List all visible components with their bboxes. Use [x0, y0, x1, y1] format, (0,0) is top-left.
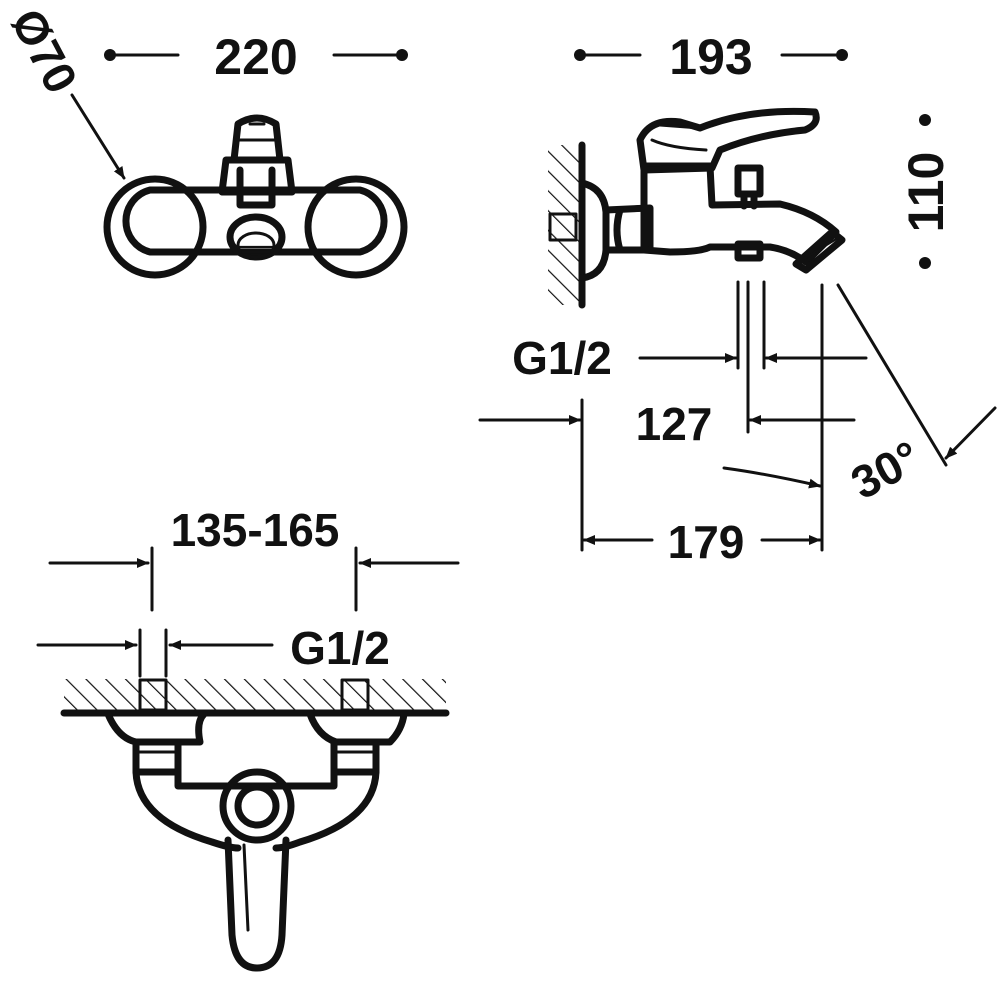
- dimension-220: 220: [104, 29, 408, 85]
- label-angle-30: 30°: [843, 431, 929, 510]
- dimension-g12-side: G1/2: [512, 332, 868, 384]
- label-depth-127: 127: [636, 398, 713, 450]
- front-body: [103, 114, 408, 279]
- dimension-angle-30: 30°: [722, 406, 997, 510]
- top-body: [104, 710, 408, 972]
- front-view: 220 Ø70: [1, 0, 408, 279]
- label-center-distance: 135-165: [171, 504, 340, 556]
- label-width-220: 220: [214, 29, 297, 85]
- dimension-diameter: Ø70: [1, 0, 126, 180]
- label-thread-top: G1/2: [290, 622, 390, 674]
- dimension-127: 127: [478, 398, 856, 450]
- side-body: [578, 107, 846, 282]
- label-depth-179: 179: [668, 516, 745, 568]
- dimension-179: 179: [582, 516, 822, 568]
- dimension-135-165: 135-165: [48, 504, 460, 612]
- top-wall: [60, 678, 450, 717]
- dimension-110: 110: [898, 114, 954, 269]
- top-view: 135-165 G1/2: [36, 504, 460, 972]
- label-width-193: 193: [669, 29, 752, 85]
- dimension-g12-top: G1/2: [36, 622, 390, 678]
- side-view: 193 110: [478, 29, 997, 568]
- side-extension-lines: [580, 280, 948, 552]
- side-wall: [548, 141, 586, 309]
- label-diameter-70: Ø70: [1, 0, 88, 101]
- label-height-110: 110: [898, 152, 954, 233]
- dimension-193: 193: [574, 29, 848, 85]
- label-thread-side: G1/2: [512, 332, 612, 384]
